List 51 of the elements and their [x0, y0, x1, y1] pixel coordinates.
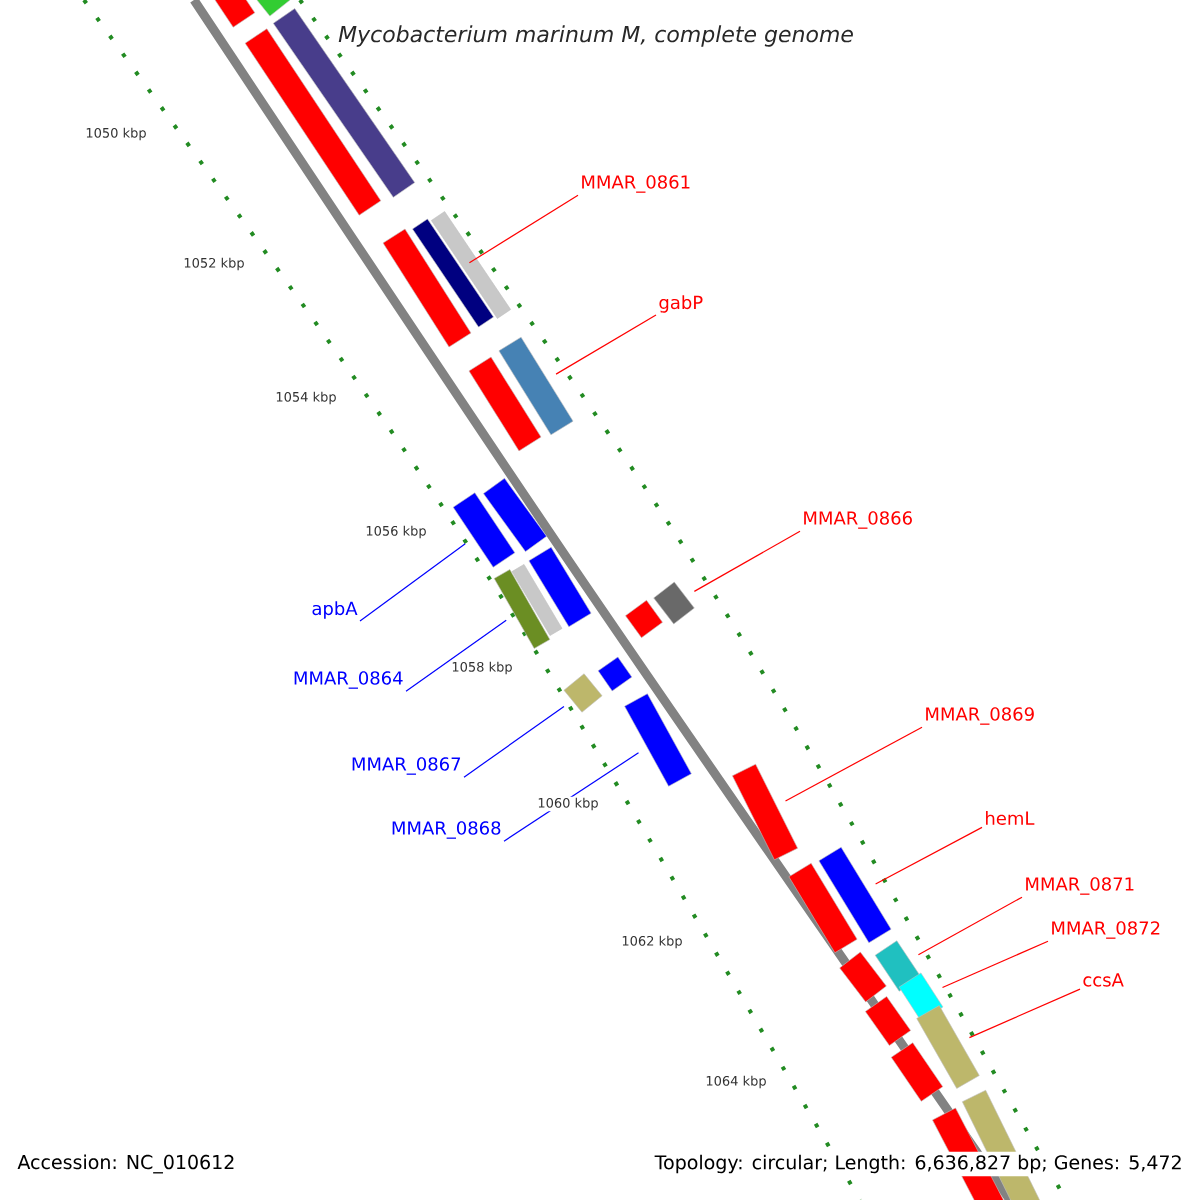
leader-line: [875, 826, 983, 885]
gene-bar: [412, 218, 494, 328]
gene-bar: [511, 564, 563, 636]
gene-bar: [483, 478, 547, 552]
gene-bar: [732, 763, 798, 861]
gene-bar: [382, 228, 472, 348]
gene-label: ccsA: [1083, 973, 1124, 987]
gene-bar: [865, 996, 911, 1046]
leader-line: [917, 896, 1023, 956]
gene-bar: [493, 569, 551, 649]
gene-bar: [624, 693, 692, 787]
leader-line: [463, 705, 565, 778]
gene-bar: [431, 211, 511, 319]
gene-bar: [874, 940, 922, 992]
genome-title: Mycobacterium marinum M, complete genome: [334, 21, 858, 51]
gene-bar: [625, 600, 663, 638]
gene-label: MMAR_0871: [1026, 877, 1134, 895]
gene-bar: [253, 0, 291, 17]
gene-bar: [788, 862, 858, 954]
gene-label: MMAR_0861: [582, 175, 690, 193]
gene-bar: [498, 336, 574, 436]
gene-bar: [528, 546, 592, 628]
gene-label: MMAR_0869: [926, 707, 1034, 725]
gene-bar: [818, 846, 892, 944]
gene-bar: [916, 1005, 980, 1089]
gene-bar: [839, 951, 887, 1003]
gene-bar: [898, 972, 944, 1022]
gene-label: hemL: [986, 811, 1035, 825]
gene-label: MMAR_0867: [352, 757, 461, 775]
gene-label: apbA: [312, 601, 358, 619]
leader-line: [555, 314, 657, 375]
leader-line: [468, 194, 579, 264]
gene-label: MMAR_0872: [1052, 921, 1160, 939]
gene-bar: [890, 1042, 944, 1102]
gene-label: MMAR_0864: [294, 671, 403, 689]
leader-line: [968, 988, 1081, 1039]
accession-text: Accession: NC_010612: [14, 1151, 239, 1177]
gene-label: MMAR_0868: [392, 821, 501, 839]
leader-line: [405, 619, 507, 692]
gene-bar: [563, 673, 603, 713]
gene-bar: [653, 581, 695, 625]
gene-bar: [468, 356, 542, 452]
leader-line: [693, 530, 801, 592]
gene-bar: [597, 656, 633, 692]
leader-line: [784, 726, 923, 802]
gene-label: MMAR_0866: [804, 511, 912, 529]
gene-bar: [452, 492, 516, 568]
genome-summary: Topology: circular; Length: 6,636,827 bp; Genes: 5,472: [651, 1151, 1186, 1177]
leader-line: [941, 940, 1049, 989]
leader-line: [359, 543, 466, 622]
gene-label: gabP: [659, 295, 703, 313]
